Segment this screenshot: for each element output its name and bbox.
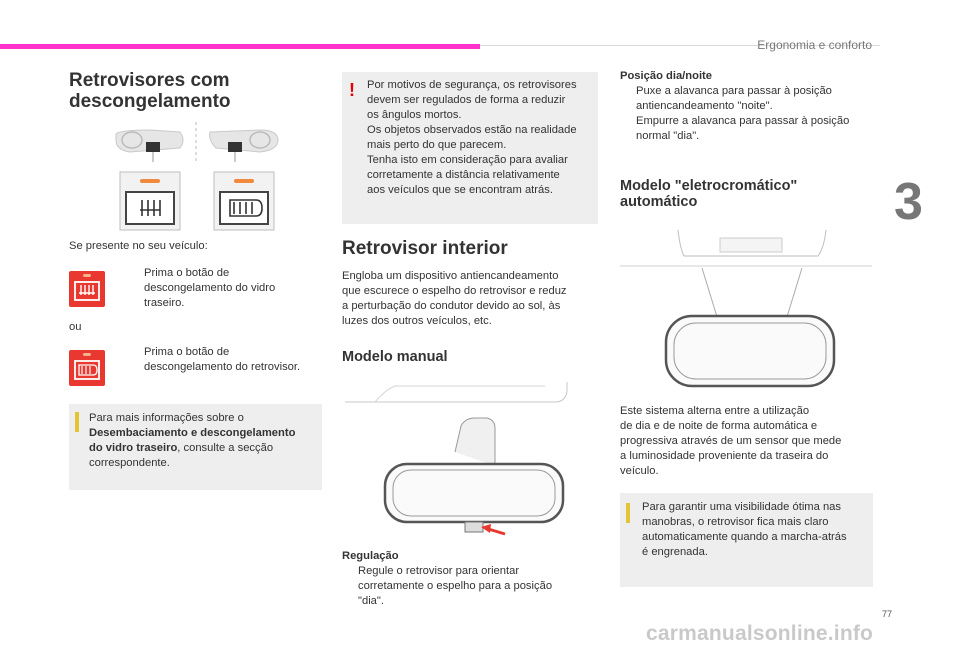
- electrochromic-mirror-illustration: [620, 229, 872, 388]
- manual-mirror-illustration: [345, 382, 568, 536]
- info-icon: [626, 503, 630, 523]
- warning-box-mirrors: ! Por motivos de segurança, os retroviso…: [342, 72, 598, 224]
- rear-defrost-button-icon: [69, 271, 105, 307]
- info-box-reverse-gear: Para garantir uma visibilidade ótima nas…: [620, 493, 873, 587]
- interior-mirror-paragraph: Engloba um dispositivo antiencandeamento…: [342, 270, 567, 327]
- mirror-defrost-button-icon: [69, 350, 105, 386]
- page-number: 77: [881, 609, 892, 619]
- section-title-interior-mirror: Retrovisor interior: [342, 238, 508, 259]
- watermark: carmanualsonline.info: [646, 622, 874, 645]
- header-accent-bar: [0, 44, 480, 49]
- electrochromic-paragraph: Este sistema alterna entre a utilização …: [620, 405, 842, 477]
- info-icon: [75, 412, 79, 432]
- header-divider: [480, 45, 880, 46]
- header-section-title: Ergonomia e conforto: [757, 38, 872, 52]
- intro-text: Se presente no seu veículo:: [69, 240, 208, 252]
- heated-mirrors-illustration: [115, 122, 279, 231]
- or-text: ou: [69, 321, 82, 333]
- info-box-defrost: Para mais informações sobre o Desembacia…: [69, 404, 322, 490]
- warning-icon: !: [349, 80, 355, 100]
- adjustment-block: Regulação Regule o retrovisor para orien…: [342, 550, 553, 607]
- subtitle-electrochromic-model: Modelo "eletrocromático"automático: [620, 178, 798, 210]
- day-night-position-block: Posição dia/noite Puxe a alavanca para p…: [620, 70, 850, 142]
- chapter-number: 3: [894, 173, 923, 231]
- subtitle-manual-model: Modelo manual: [342, 349, 448, 365]
